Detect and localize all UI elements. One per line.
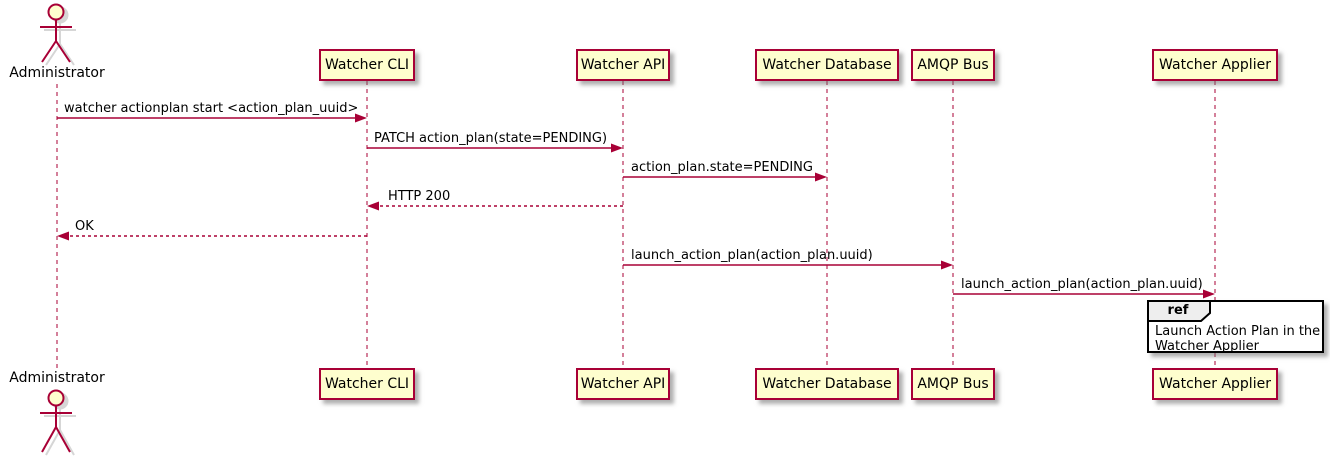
ref-text: Launch Action Plan in the Watcher Applie… — [1155, 324, 1320, 354]
participant-label: AMQP Bus — [917, 376, 989, 392]
message-arrow-7 — [953, 289, 1215, 299]
ref-keyword: ref — [1167, 303, 1189, 318]
message-arrow-3 — [623, 172, 827, 182]
message-label-2: PATCH action_plan(state=PENDING) — [374, 131, 608, 146]
participant-box-watcher-cli-bottom: Watcher CLI — [319, 368, 415, 400]
participant-box-watcher-database-top: Watcher Database — [755, 49, 899, 81]
ref-text-line-1: Launch Action Plan in the — [1155, 324, 1321, 339]
actor-icon — [40, 389, 72, 453]
message-label-5: OK — [75, 219, 94, 234]
message-arrow-1 — [57, 113, 367, 123]
lifelines — [56, 81, 1216, 368]
participant-box-watcher-cli-top: Watcher CLI — [319, 49, 415, 81]
participant-label: Watcher Database — [762, 376, 892, 392]
participant-label: Watcher Database — [762, 57, 892, 73]
participant-label: AMQP Bus — [917, 57, 989, 73]
actor-icon — [40, 3, 72, 63]
participant-label: Watcher API — [580, 376, 666, 392]
participant-label: Watcher Applier — [1159, 376, 1271, 392]
message-arrow-4 — [367, 201, 623, 211]
message-label-3: action_plan.state=PENDING — [631, 160, 813, 175]
message-arrow-6 — [623, 260, 953, 270]
message-label-1: watcher actionplan start <action_plan_uu… — [64, 101, 359, 116]
participant-label: Watcher API — [580, 57, 666, 73]
participant-box-watcher-api-top: Watcher API — [576, 49, 670, 81]
participant-box-watcher-database-bottom: Watcher Database — [755, 368, 899, 400]
actor-label-administrator-bottom: Administrator — [9, 370, 105, 386]
participant-box-amqp-bus-bottom: AMQP Bus — [911, 368, 995, 400]
message-label-7: launch_action_plan(action_plan.uuid) — [961, 277, 1203, 292]
participant-box-amqp-bus-top: AMQP Bus — [911, 49, 995, 81]
message-arrow-2 — [367, 143, 623, 153]
participant-box-watcher-applier-bottom: Watcher Applier — [1152, 368, 1278, 400]
participant-box-watcher-api-bottom: Watcher API — [576, 368, 670, 400]
participant-label: Watcher Applier — [1159, 57, 1271, 73]
message-arrow-5 — [57, 231, 367, 241]
ref-text-line-2: Watcher Applier — [1155, 339, 1259, 354]
participant-label: Watcher CLI — [324, 376, 410, 392]
participant-box-watcher-applier-top: Watcher Applier — [1152, 49, 1278, 81]
ref-fragment: ref Launch Action Plan in the Watcher Ap… — [1147, 300, 1324, 354]
message-label-4: HTTP 200 — [388, 189, 451, 204]
ref-tab — [1147, 300, 1211, 322]
message-label-6: launch_action_plan(action_plan.uuid) — [631, 248, 873, 263]
actor-label-administrator-top: Administrator — [9, 65, 105, 81]
participant-label: Watcher CLI — [324, 57, 410, 73]
